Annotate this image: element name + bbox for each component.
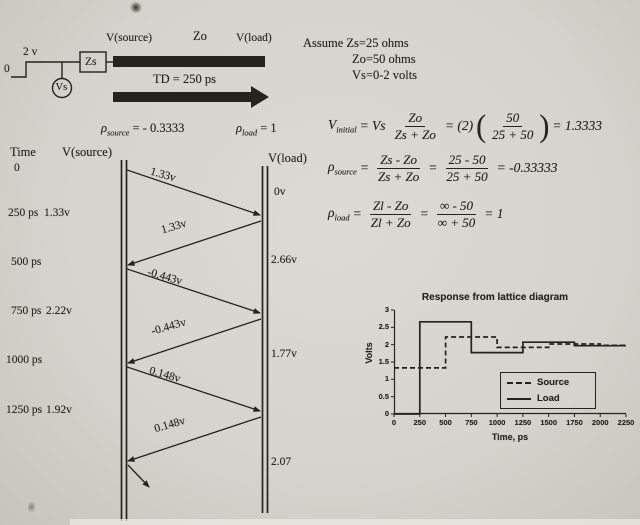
vs-source-label: Vs: [55, 82, 68, 93]
rho-load-header: ρload = 1: [236, 121, 277, 138]
y-tick-label: 0.5: [378, 391, 389, 401]
fraction: ∞ - 50∞ + 50: [436, 198, 477, 230]
close-paren: ): [539, 108, 550, 144]
rho-source-lhs: ρsource: [328, 159, 357, 177]
x-tick-label: 1000: [488, 418, 506, 427]
y-tick-label: 3: [384, 305, 389, 314]
scan-edge: [70, 519, 640, 525]
lattice-bounce-arrows: [126, 169, 262, 488]
x-tick-label: 1250: [514, 418, 532, 427]
vinitial-lhs: Vinitial: [328, 117, 357, 135]
response-chart: Response from lattice diagram Volts 0 0.5…: [352, 286, 638, 468]
chart-title: Response from lattice diagram: [421, 292, 569, 303]
rho-load-lhs: ρload: [328, 205, 350, 223]
y-tick-label: 2: [384, 339, 389, 349]
circuit-zo-label: Zo: [193, 29, 207, 43]
x-tick-label: 500: [439, 418, 452, 427]
legend-row-source: Source: [507, 377, 589, 388]
y-tick-label: 0: [384, 409, 389, 418]
chart-legend: Source Load: [500, 372, 596, 409]
assumption-line-3: Vs=0-2 volts: [352, 68, 418, 82]
time-label-500: 500 ps: [11, 256, 42, 268]
rho-source-header: ρsource = - 0.3333: [101, 121, 185, 138]
circuit-linework: [11, 51, 269, 108]
circuit-vsource-label: V(source): [106, 32, 152, 44]
vsource-value-1: 1.33v: [44, 207, 70, 219]
vload-value-4: 2.07: [271, 456, 292, 468]
zs-box-label: Zs: [85, 56, 97, 68]
x-tick-label: 1500: [540, 418, 557, 427]
y-tick-label: 1.5: [378, 357, 389, 366]
chart-plot-area: [391, 309, 627, 417]
assumption-line-2: Zo=50 ohms: [352, 52, 416, 66]
y-tick-label: 2.5: [378, 322, 389, 332]
vload-value-3: 1.77v: [271, 348, 297, 360]
step-low-label: 0: [4, 63, 10, 75]
assumption-line-1: Assume Zs=25 ohms: [303, 36, 409, 50]
vsource-value-2: 2.22v: [46, 305, 72, 317]
legend-source-line-sample: [507, 381, 531, 384]
legend-source-label: Source: [537, 377, 570, 388]
x-tick-label: 750: [465, 418, 478, 427]
time-label-1250: 1250 ps: [6, 404, 43, 416]
circuit-vload-label: V(load): [236, 32, 272, 44]
x-tick-label: 250: [413, 418, 427, 427]
x-tick-label: 1750: [566, 418, 583, 427]
time-label-250: 250 ps: [8, 207, 39, 219]
scan-artifact: [28, 500, 35, 514]
x-tick-label: 2000: [591, 418, 609, 427]
chart-y-axis-title: Volts: [364, 342, 374, 364]
lattice-rails: [120, 160, 269, 521]
vload-column-header: V(load): [268, 151, 307, 165]
time-label-1000: 1000 ps: [6, 354, 43, 366]
open-paren: (: [476, 108, 487, 144]
series-load-line: [394, 320, 626, 415]
td-label: TD = 250 ps: [153, 72, 216, 86]
vsource-column-header: V(source): [62, 145, 112, 159]
legend-load-label: Load: [537, 393, 560, 404]
scan-artifact: [129, 2, 143, 13]
legend-load-line-sample: [507, 397, 531, 400]
legend-row-load: Load: [507, 393, 589, 404]
x-tick-label: 2250: [617, 418, 635, 427]
x-tick-label: 0: [391, 418, 397, 427]
vsource-value-3: 1.92v: [46, 404, 72, 416]
step-high-label: 2 v: [23, 46, 38, 58]
time-label-0: 0: [14, 162, 20, 174]
chart-x-axis-title: Time, ps: [491, 432, 529, 442]
vload-value-1: 0v: [274, 186, 286, 198]
vload-value-2: 2.66v: [271, 254, 297, 266]
y-tick-label: 1: [384, 374, 389, 384]
time-column-header: Time: [10, 145, 36, 159]
time-label-750: 750 ps: [11, 305, 42, 317]
